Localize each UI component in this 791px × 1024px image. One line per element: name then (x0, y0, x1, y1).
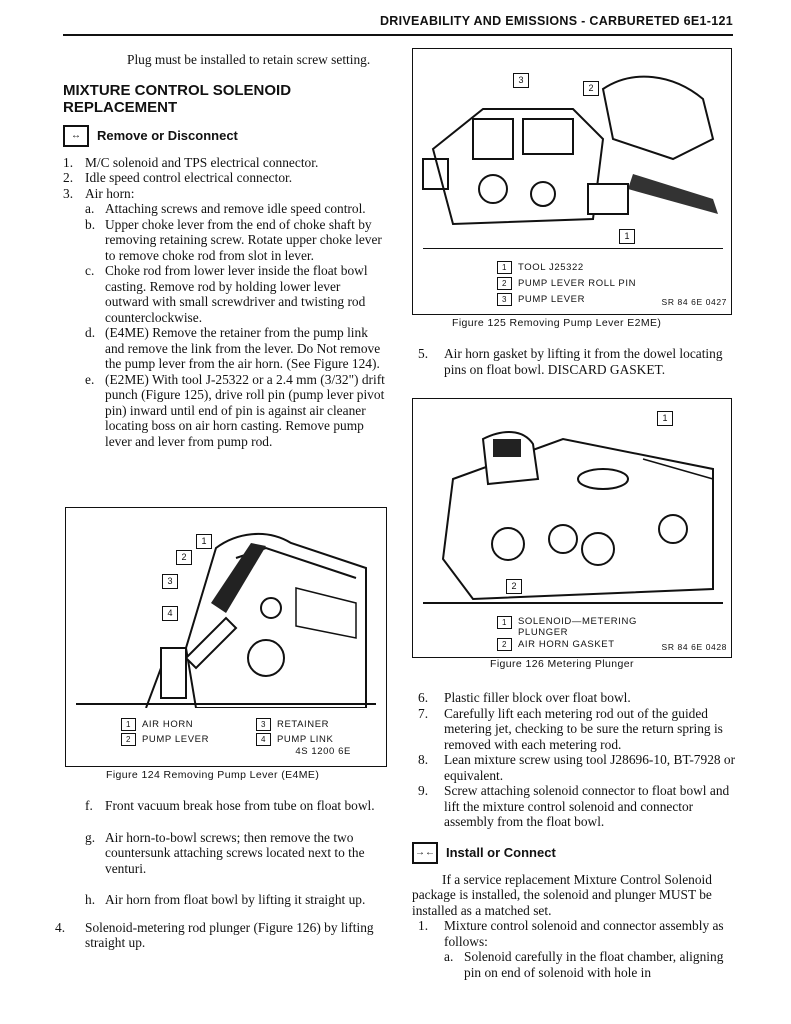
list-item: 4.Solenoid-metering rod plunger (Figure … (55, 919, 374, 951)
sub-item: h.Air horn from float bowl by lifting it… (85, 892, 366, 907)
right-items: 6.Plastic filler block over float bowl. … (412, 690, 736, 980)
list-item: 8.Lean mixture screw using tool J28696-1… (418, 752, 736, 783)
page-header: DRIVEABILITY AND EMISSIONS - CARBURETED … (379, 14, 733, 28)
left-column: Plug must be installed to retain screw s… (63, 52, 385, 449)
list-item: 1.Mixture control solenoid and connector… (418, 918, 724, 949)
install-heading: →← Install or Connect (412, 841, 736, 864)
carburetor-tool-illustration (422, 75, 723, 249)
install-paragraph: If a service replacement Mixture Control… (412, 871, 712, 918)
remove-heading: ↔ Remove or Disconnect (63, 124, 385, 147)
intro-text: Plug must be installed to retain screw s… (127, 52, 371, 67)
callout-4: 4 (162, 606, 178, 621)
list-item: 7.Carefully lift each metering rod out o… (418, 705, 723, 752)
right-item-5: 5.Air horn gasket by lifting it from the… (418, 346, 723, 377)
sub-item: a.Attaching screws and remove idle speed… (85, 201, 366, 216)
callout-3: 3 (162, 574, 178, 589)
callout-2: 2 (176, 550, 192, 565)
callout-3: 3 (513, 73, 529, 88)
callout-1: 1 (196, 534, 212, 549)
callout-2: 2 (506, 579, 522, 594)
list-item: 9.Screw attaching solenoid connector to … (418, 783, 730, 829)
list-item: 2.Idle speed control electrical connecto… (63, 170, 293, 185)
section-title-line1: MIXTURE CONTROL SOLENOID (63, 81, 292, 99)
sub-item: b.Upper choke lever from the end of chok… (85, 216, 382, 263)
sub-item: a.Solenoid carefully in the float chambe… (444, 949, 724, 980)
sub-item: f.Front vacuum break hose from tube on f… (85, 798, 375, 813)
callout-2: 2 (583, 81, 599, 96)
list-item: 3.Air horn: (63, 185, 135, 201)
install-arrows-icon: →← (412, 841, 438, 864)
header-rule (63, 34, 733, 36)
remove-heading-label: Remove or Disconnect (97, 127, 238, 143)
section-title-line2: REPLACEMENT (63, 98, 178, 116)
list-item: 6.Plastic filler block over float bowl. (418, 690, 631, 705)
sub-item: e.(E2ME) With tool J-25322 or a 2.4 mm (… (85, 371, 385, 449)
list-item: 1.M/C solenoid and TPS electrical connec… (63, 154, 319, 170)
figure-126-code: SR 84 6E 0428 (661, 642, 727, 652)
sub-item: c.Choke rod from lower lever inside the … (85, 263, 368, 325)
figure-124-caption: Figure 124 Removing Pump Lever (E4ME) (106, 769, 320, 781)
callout-1: 1 (657, 411, 673, 426)
figure-124-code: 4S 1200 6E (295, 746, 351, 757)
callout-1: 1 (619, 229, 635, 244)
pump-lever-illustration (76, 532, 376, 708)
sub-item: g.Air horn-to-bowl screws; then remove t… (85, 829, 365, 876)
metering-plunger-illustration (423, 431, 723, 604)
remove-arrows-icon: ↔ (63, 124, 89, 147)
figure-125-code: SR 84 6E 0427 (661, 297, 727, 307)
figure-125-caption: Figure 125 Removing Pump Lever E2ME) (452, 317, 662, 329)
install-heading-label: Install or Connect (446, 844, 556, 860)
left-column-lower: f.Front vacuum break hose from tube on f… (55, 798, 387, 951)
figure-126-caption: Figure 126 Metering Plunger (490, 658, 634, 670)
sub-item: d.(E4ME) Remove the retainer from the pu… (85, 325, 381, 371)
